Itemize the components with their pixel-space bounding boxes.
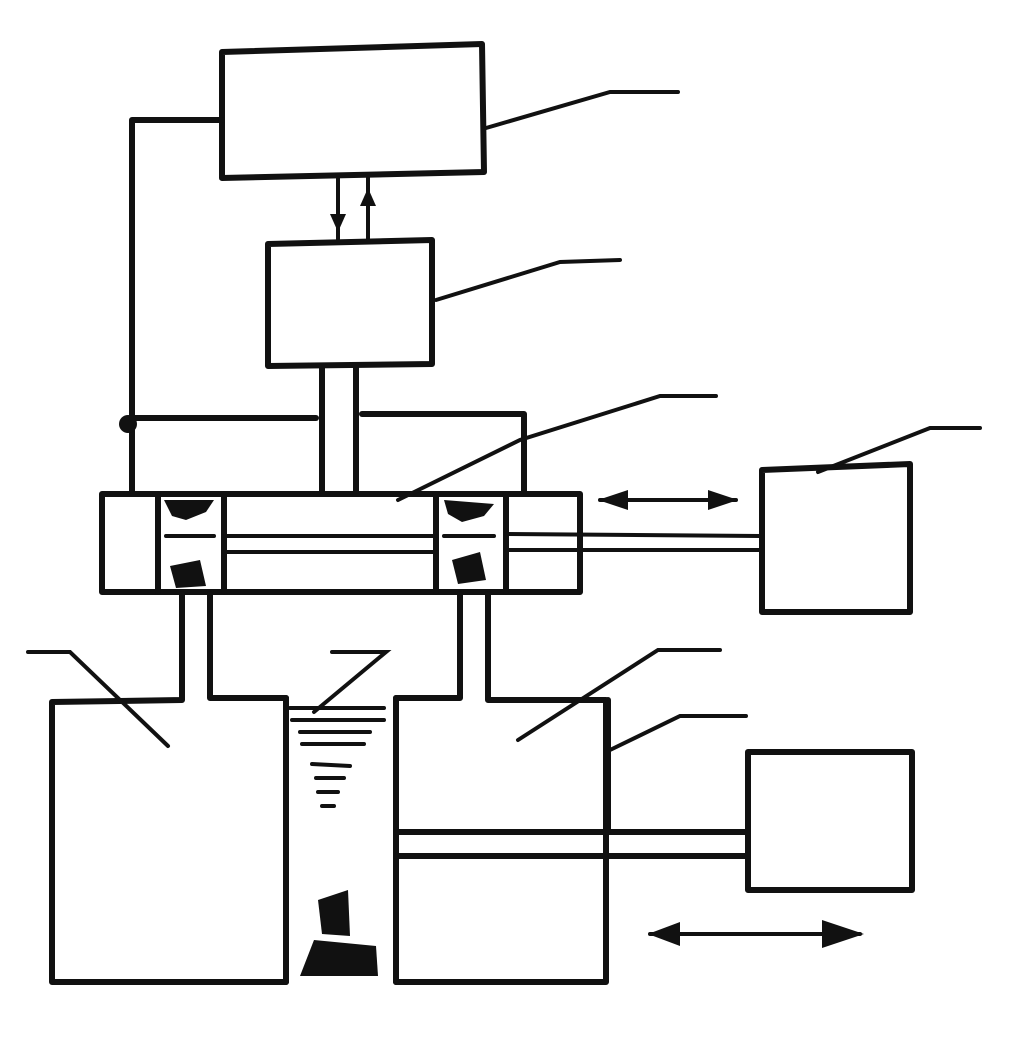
leader-line-driver xyxy=(434,258,622,302)
load-block xyxy=(745,749,915,893)
driver-block xyxy=(265,237,435,369)
right-port-symbols xyxy=(442,500,496,584)
arrow-down-icon xyxy=(330,214,346,232)
controller-block xyxy=(219,41,487,181)
valve-motion-arrow xyxy=(598,490,738,510)
leader-line-reservoir xyxy=(26,650,170,748)
leader-line-chamber xyxy=(516,648,722,742)
arrow-right-icon xyxy=(708,490,738,510)
arrow-up-icon xyxy=(360,188,376,206)
leader-line-rod-sensor xyxy=(608,714,748,752)
valve-sensor-block xyxy=(759,461,913,615)
leader-line-valve-sensor xyxy=(816,426,982,474)
hydraulic-cylinder xyxy=(283,695,399,985)
load-motion-arrow xyxy=(648,920,864,948)
spool-valve-housing xyxy=(99,491,762,595)
arrow-left-icon xyxy=(648,922,680,946)
valve-actuator xyxy=(319,365,359,495)
leader-line-controller xyxy=(484,90,680,130)
piston-rod xyxy=(393,829,749,859)
left-port-symbols xyxy=(164,500,216,588)
arrow-left-icon xyxy=(598,490,628,510)
arrow-right-icon xyxy=(822,920,864,948)
upper-manifold xyxy=(129,411,527,495)
signal-link-controller-driver xyxy=(330,172,376,242)
leader-line-piston xyxy=(312,650,392,714)
leader-line-valve xyxy=(396,394,718,502)
feedback-wire xyxy=(119,117,225,495)
